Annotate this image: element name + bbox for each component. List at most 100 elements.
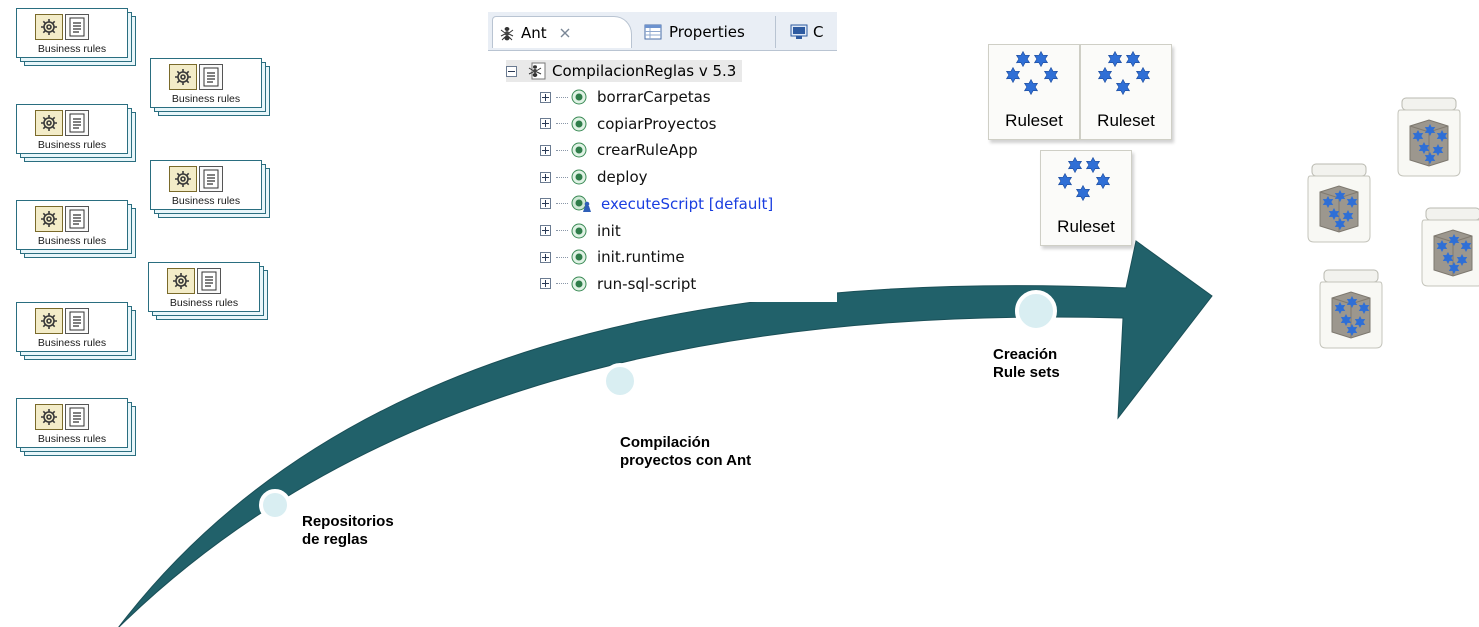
expand-icon[interactable] — [540, 144, 551, 156]
tab-ant[interactable]: Ant — [492, 16, 632, 48]
ant-target-row[interactable]: borrarCarpetas — [540, 86, 711, 108]
ruleset-label: Ruleset — [1057, 217, 1115, 236]
ruleset-card: Ruleset — [988, 44, 1080, 140]
tree-connector — [556, 203, 568, 205]
business-rules-caption: Business rules — [37, 433, 107, 445]
document-front: Business rules — [150, 160, 262, 210]
stage-label-compilacion: Compilación proyectos con Ant — [620, 434, 752, 469]
expand-icon[interactable] — [540, 225, 551, 236]
business-rules-caption: Business rules — [37, 235, 107, 247]
gear-icon — [167, 268, 195, 294]
ant-view-panel: Ant Properties C CompilacionR — [488, 12, 837, 302]
expand-icon[interactable] — [540, 251, 551, 263]
document-front: Business rules — [16, 200, 128, 250]
business-rules-document: Business rules — [16, 398, 140, 460]
expand-icon[interactable] — [540, 171, 551, 183]
gear-icon — [169, 166, 197, 192]
document-icon — [199, 166, 223, 192]
stars-icon — [1005, 50, 1059, 96]
tab-console[interactable]: C — [784, 16, 834, 48]
jar-icon — [1420, 206, 1479, 288]
gear-icon — [35, 404, 63, 430]
jar-icon — [1396, 96, 1462, 178]
business-rules-document: Business rules — [16, 8, 140, 70]
document-front: Business rules — [16, 104, 128, 154]
stars-icon — [1057, 156, 1111, 202]
properties-icon — [644, 24, 662, 40]
ant-target-label: executeScript [default] — [601, 194, 774, 213]
expand-icon[interactable] — [540, 278, 551, 290]
ant-view-tabbar: Ant Properties C — [488, 12, 837, 51]
gear-icon — [35, 110, 63, 136]
project-node[interactable]: CompilacionReglas v 5.3 — [506, 60, 743, 82]
ant-target-label: crearRuleApp — [597, 141, 698, 160]
ant-target-label: copiarProyectos — [597, 114, 717, 133]
stage-label-repositorios: Repositorios de reglas — [302, 513, 394, 548]
document-icon — [65, 206, 89, 232]
business-rules-caption: Business rules — [171, 195, 241, 207]
target-icon — [571, 249, 587, 265]
ant-icon — [500, 26, 514, 40]
gear-icon — [35, 308, 63, 334]
expand-icon[interactable] — [540, 118, 551, 130]
tree-connector — [556, 123, 568, 125]
jar-icon — [1318, 268, 1384, 350]
document-icon — [197, 268, 221, 294]
business-rules-caption: Business rules — [171, 93, 241, 105]
document-front: Business rules — [150, 58, 262, 108]
document-front: Business rules — [16, 302, 128, 352]
default-target-icon — [571, 195, 591, 212]
tree-connector — [556, 96, 568, 98]
business-rules-document: Business rules — [150, 160, 274, 222]
tab-properties[interactable]: Properties — [636, 16, 776, 48]
target-icon — [571, 89, 587, 105]
gear-icon — [169, 64, 197, 90]
tab-ant-label: Ant — [521, 23, 547, 42]
tab-properties-label: Properties — [669, 23, 745, 41]
ant-target-row[interactable]: run-sql-script — [540, 273, 696, 295]
target-icon — [571, 116, 587, 132]
business-rules-document: Business rules — [16, 104, 140, 166]
ant-target-row[interactable]: init — [540, 220, 621, 242]
ruleset-card: Ruleset — [1080, 44, 1172, 140]
tab-console-label: C — [813, 23, 824, 41]
ant-target-row[interactable]: init.runtime — [540, 246, 685, 268]
expand-icon[interactable] — [540, 91, 551, 103]
jar-icon — [1306, 162, 1372, 244]
business-rules-caption: Business rules — [37, 337, 107, 349]
tree-connector — [556, 230, 568, 231]
target-icon — [571, 169, 587, 185]
business-rules-caption: Business rules — [169, 297, 239, 309]
document-icon — [65, 110, 89, 136]
ant-target-label: borrarCarpetas — [597, 88, 711, 106]
process-arrow-body — [118, 240, 1213, 627]
document-icon — [199, 64, 223, 90]
ant-target-row[interactable]: copiarProyectos — [540, 113, 717, 135]
stage-node-compilacion — [602, 363, 638, 399]
ant-project-icon — [528, 62, 546, 80]
business-rules-document: Business rules — [148, 262, 272, 324]
gear-icon — [35, 14, 63, 40]
gear-icon — [35, 206, 63, 232]
business-rules-document: Business rules — [150, 58, 274, 120]
tree-connector — [556, 256, 568, 258]
project-label: CompilacionReglas v 5.3 — [552, 62, 737, 80]
ant-target-row[interactable]: executeScript [default] — [540, 193, 773, 215]
ant-target-label: init.runtime — [597, 248, 685, 267]
ant-target-row[interactable]: crearRuleApp — [540, 139, 698, 161]
document-front: Business rules — [16, 8, 128, 58]
stars-icon — [1097, 50, 1151, 96]
tree-connector — [556, 283, 568, 285]
ruleset-label: Ruleset — [1005, 111, 1063, 130]
ant-target-row[interactable]: deploy — [540, 166, 648, 188]
target-icon — [571, 276, 587, 292]
tree-connector — [556, 149, 568, 151]
collapse-icon[interactable] — [506, 65, 517, 77]
stage-node-creacion — [1015, 290, 1057, 332]
document-front: Business rules — [148, 262, 260, 312]
document-icon — [65, 308, 89, 334]
expand-icon[interactable] — [540, 198, 551, 210]
stage-label-creacion: Creación Rule sets — [993, 346, 1060, 381]
ant-target-label: run-sql-script — [597, 274, 697, 293]
close-icon[interactable] — [559, 27, 571, 39]
